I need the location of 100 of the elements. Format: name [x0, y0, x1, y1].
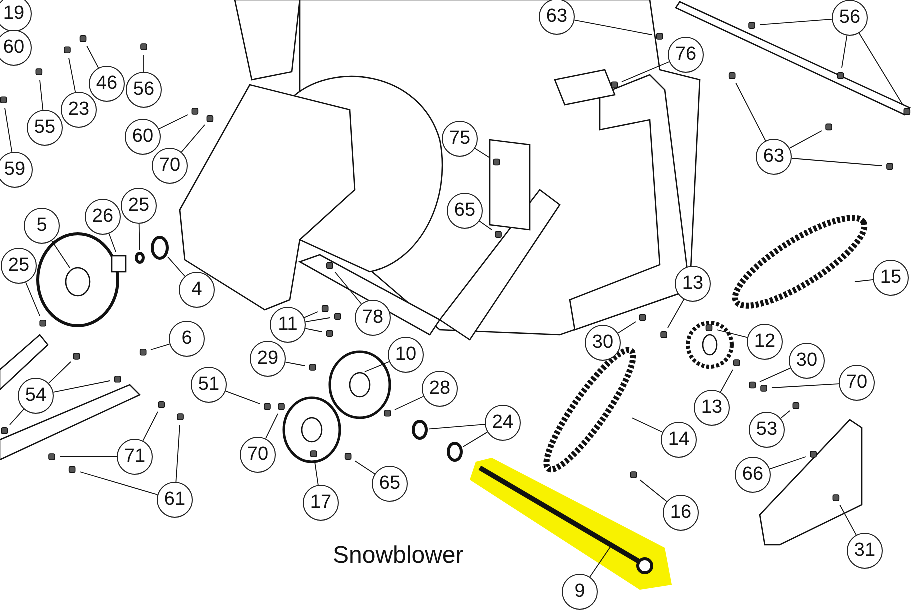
- leader-line: [668, 299, 685, 328]
- leader-line: [858, 32, 904, 106]
- leader-line: [394, 396, 424, 410]
- leader-line: [158, 114, 188, 130]
- leader-line: [68, 58, 76, 93]
- callout-number: 70: [152, 148, 188, 184]
- leader-line: [622, 62, 670, 82]
- callout-number: 11: [270, 307, 306, 343]
- callout-number: 70: [240, 437, 276, 473]
- leader-line: [314, 462, 319, 486]
- leader-line: [760, 18, 832, 26]
- leader-line: [60, 456, 118, 458]
- leader-line: [842, 35, 848, 68]
- leader-line: [354, 460, 376, 475]
- callout-number: 4: [179, 272, 215, 308]
- callout-number: 30: [789, 343, 825, 379]
- leader-line: [716, 330, 748, 338]
- callout-number: 9: [562, 574, 598, 610]
- leader-line: [48, 362, 72, 384]
- leader-line: [780, 410, 790, 419]
- callout-number: 63: [756, 139, 792, 175]
- callout-number: 55: [27, 110, 63, 146]
- callout-number: 66: [735, 457, 771, 493]
- leader-line: [304, 312, 318, 318]
- leader-line: [772, 384, 840, 388]
- leader-line: [618, 322, 636, 334]
- callout-number: 59: [0, 152, 33, 188]
- leader-line: [181, 124, 206, 153]
- bearing-ring: [135, 252, 145, 264]
- callout-number: 29: [250, 341, 286, 377]
- callout-number: 28: [422, 371, 458, 407]
- leader-line: [176, 424, 180, 482]
- leader-line: [574, 20, 652, 36]
- callout-number: 60: [125, 119, 161, 155]
- callout-number: 12: [747, 324, 783, 360]
- leader-line: [26, 282, 40, 316]
- callout-number: 56: [832, 0, 868, 36]
- leader-line: [86, 46, 100, 69]
- leader-line: [53, 380, 110, 393]
- leader-line: [80, 472, 158, 496]
- callout-number: 78: [355, 300, 391, 336]
- bearing-ring: [151, 236, 169, 260]
- leader-line: [225, 390, 260, 404]
- callout-number: 56: [126, 72, 162, 108]
- callout-number: 46: [89, 66, 125, 102]
- callout-number: 13: [675, 266, 711, 302]
- callout-number: 14: [661, 422, 697, 458]
- leader-line: [305, 328, 322, 332]
- leader-line: [640, 480, 668, 502]
- callout-number: 26: [85, 199, 121, 235]
- leader-line: [463, 432, 488, 448]
- leader-line: [760, 368, 792, 382]
- callout-number: 53: [749, 412, 785, 448]
- callout-number: 13: [694, 390, 730, 426]
- callout-number: 54: [18, 378, 54, 414]
- callout-number: 19: [0, 0, 32, 32]
- leader-line: [770, 456, 806, 470]
- leader-line: [720, 370, 734, 393]
- leader-line: [789, 130, 822, 149]
- leader-line: [167, 256, 186, 277]
- leader-line: [108, 233, 116, 252]
- leader-line: [590, 544, 612, 578]
- callout-number: 71: [117, 439, 153, 475]
- callout-number: 17: [303, 485, 339, 521]
- callout-number: 15: [873, 260, 909, 296]
- leader-line: [479, 220, 492, 230]
- bearing-ring: [447, 442, 463, 462]
- callout-number: 60: [0, 30, 32, 66]
- leader-line: [142, 412, 158, 442]
- leader-line: [736, 82, 766, 142]
- leader-line: [792, 158, 882, 166]
- callout-number: 61: [157, 482, 193, 518]
- leader-line: [854, 280, 874, 282]
- callout-number: 31: [847, 533, 883, 569]
- callout-number: 16: [663, 495, 699, 531]
- leader-line: [305, 318, 330, 322]
- leader-line: [150, 344, 170, 350]
- callout-number: 25: [121, 188, 157, 224]
- callout-number: 23: [61, 92, 97, 128]
- callout-number: 24: [485, 405, 521, 441]
- callout-number: 10: [388, 337, 424, 373]
- callout-number: 51: [191, 367, 227, 403]
- leader-line: [10, 408, 24, 426]
- callout-number: 25: [1, 248, 37, 284]
- leader-line: [52, 240, 70, 268]
- leader-line: [429, 424, 486, 430]
- callout-number: 76: [668, 37, 704, 73]
- leader-line: [285, 362, 306, 366]
- bearing-ring: [412, 420, 428, 440]
- leader-line: [840, 504, 857, 536]
- callout-number: 5: [24, 208, 60, 244]
- callout-number: 6: [169, 321, 205, 357]
- leader-line: [4, 108, 13, 153]
- callout-number: 30: [585, 325, 621, 361]
- leader-line: [632, 418, 664, 433]
- leader-line: [334, 272, 362, 305]
- caption-text: Snowblower: [333, 542, 464, 570]
- leader-line: [40, 80, 44, 111]
- callout-number: 65: [372, 466, 408, 502]
- leader-line: [474, 148, 490, 158]
